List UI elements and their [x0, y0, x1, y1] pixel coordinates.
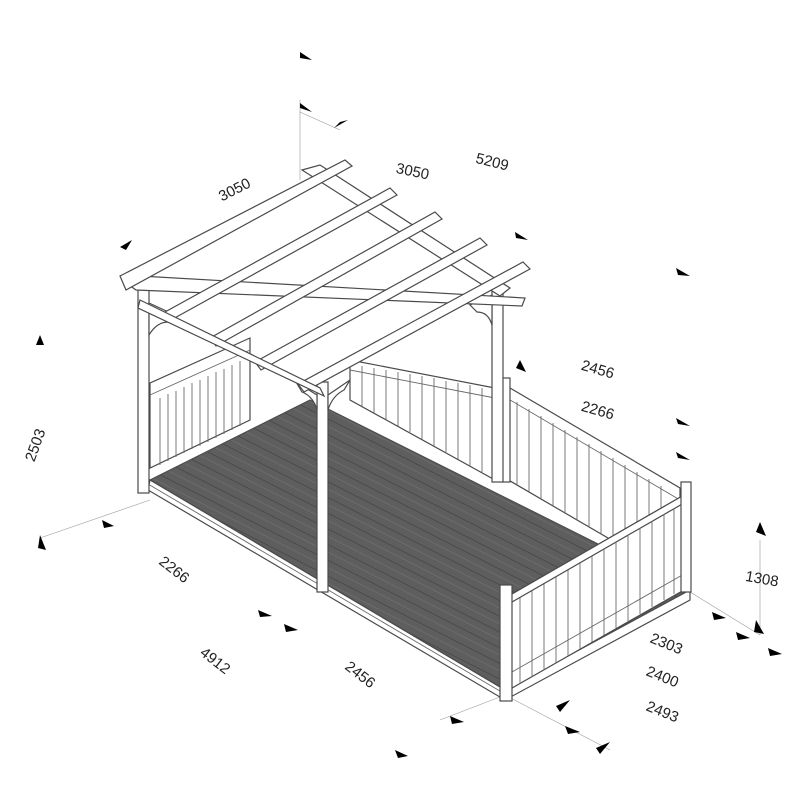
rafter-4: [254, 237, 488, 371]
rafter-1: [119, 159, 354, 291]
pergola-post-front: [316, 381, 329, 593]
end-corner-post: [680, 481, 692, 593]
brace-front: [295, 379, 351, 411]
dimension-arrows: [36, 52, 782, 758]
extension-lines: [39, 100, 761, 751]
beam-side-left: [137, 299, 326, 398]
rafter-5: [297, 261, 531, 393]
back-railing-left: [149, 337, 251, 469]
pergola-beams: [119, 159, 531, 398]
pergola-post-back-left: [137, 287, 150, 494]
front-corner-post: [499, 584, 513, 702]
pergola-post-back-right: [491, 279, 504, 483]
front-end-railing: [499, 481, 692, 702]
